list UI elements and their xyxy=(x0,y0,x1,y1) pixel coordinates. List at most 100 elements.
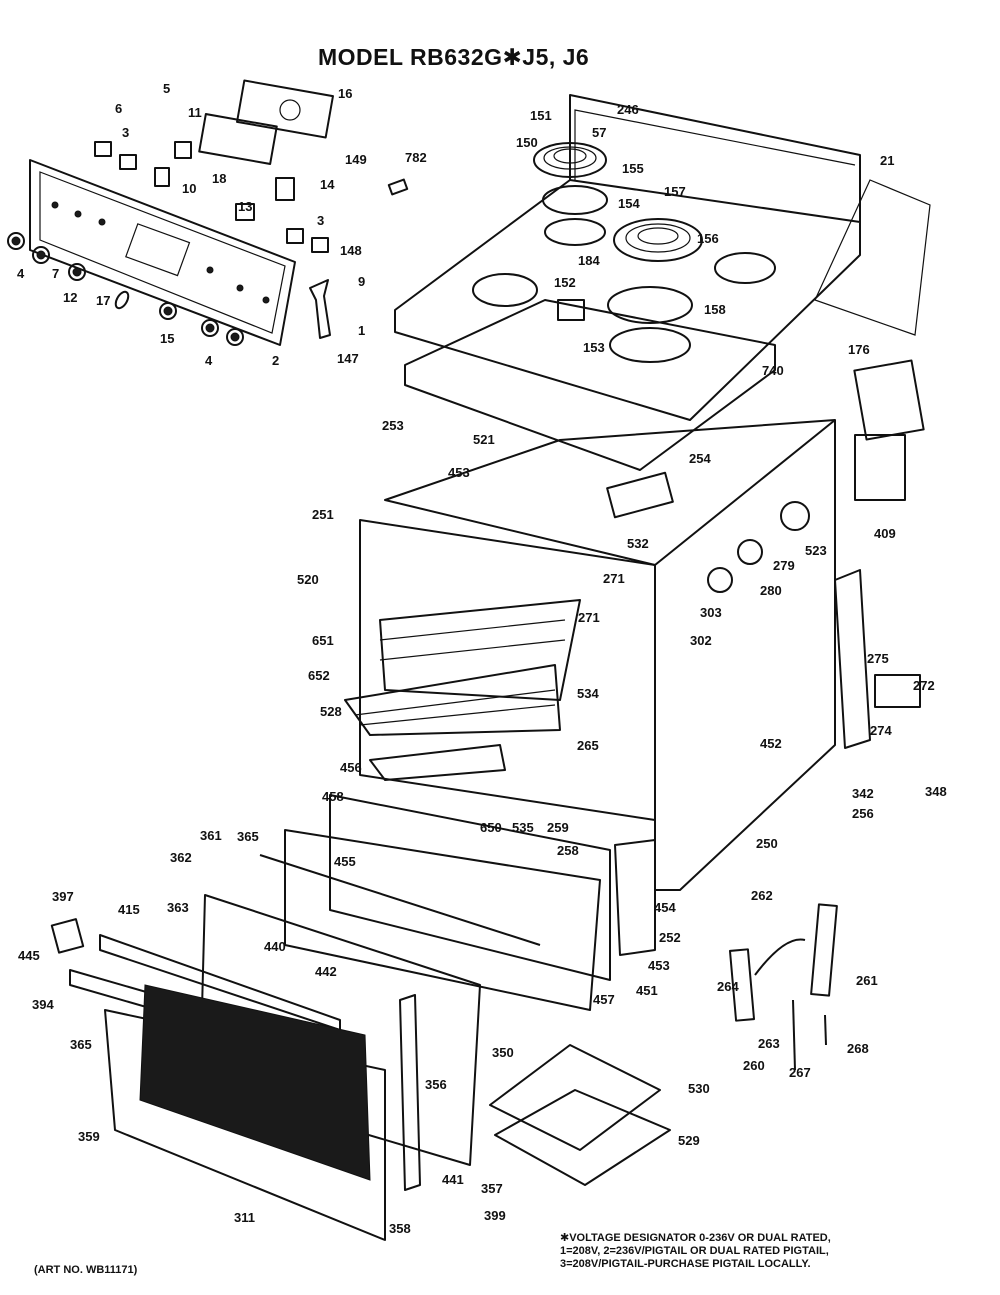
callout-number: 520 xyxy=(297,572,319,587)
callout-number: 148 xyxy=(340,243,362,258)
callout-number: 9 xyxy=(358,274,365,289)
callout-number: 149 xyxy=(345,152,367,167)
oven-body xyxy=(359,359,925,891)
callout-number: 1 xyxy=(358,323,365,338)
callout-number: 451 xyxy=(636,983,658,998)
callout-number: 158 xyxy=(704,302,726,317)
callout-number: 260 xyxy=(743,1058,765,1073)
model-title: MODEL RB632G✱J5, J6 xyxy=(318,44,590,70)
callout-number: 453 xyxy=(448,465,470,480)
callout-number: 535 xyxy=(512,820,534,835)
callout-number: 265 xyxy=(577,738,599,753)
callout-number: 456 xyxy=(340,760,362,775)
callout-number: 176 xyxy=(848,342,870,357)
oven-door xyxy=(50,894,481,1241)
callout-number: 154 xyxy=(618,196,640,211)
callout-number: 394 xyxy=(32,997,54,1012)
callout-number: 365 xyxy=(237,829,259,844)
callout-number: 356 xyxy=(425,1077,447,1092)
callout-number: 348 xyxy=(925,784,947,799)
callout-number: 147 xyxy=(337,351,359,366)
callout-number: 264 xyxy=(717,979,739,994)
callout-number: 409 xyxy=(874,526,896,541)
callout-number: 534 xyxy=(577,686,599,701)
voltage-note-line: 3=208V/PIGTAIL-PURCHASE PIGTAIL LOCALLY. xyxy=(560,1258,811,1270)
callout-number: 250 xyxy=(756,836,778,851)
callout-number: 267 xyxy=(789,1065,811,1080)
callout-number: 251 xyxy=(312,507,334,522)
callout-number: 262 xyxy=(751,888,773,903)
callout-number: 740 xyxy=(762,363,784,378)
callout-number: 652 xyxy=(308,668,330,683)
callout-number: 157 xyxy=(664,184,686,199)
callout-number: 523 xyxy=(805,543,827,558)
callout-number: 57 xyxy=(592,125,606,140)
callout-number: 150 xyxy=(516,135,538,150)
control-panel xyxy=(29,159,296,346)
callout-number: 651 xyxy=(312,633,334,648)
control-knobs xyxy=(7,232,244,346)
callout-number: 357 xyxy=(481,1181,503,1196)
callout-number: 358 xyxy=(389,1221,411,1236)
cooktop xyxy=(394,94,931,421)
callout-number: 415 xyxy=(118,902,140,917)
callout-number: 275 xyxy=(867,651,889,666)
oven-racks xyxy=(344,599,581,781)
callout-number: 17 xyxy=(96,293,110,308)
callout-number: 268 xyxy=(847,1041,869,1056)
voltage-note-line: ✱VOLTAGE DESIGNATOR 0-236V OR DUAL RATED… xyxy=(560,1232,831,1244)
callout-number: 14 xyxy=(320,177,335,192)
callout-number: 280 xyxy=(760,583,782,598)
callout-number: 3 xyxy=(122,125,129,140)
top-frame-tray xyxy=(404,299,776,471)
callout-number: 782 xyxy=(405,150,427,165)
callout-number: 457 xyxy=(593,992,615,1007)
drawer-front xyxy=(259,794,656,1011)
callout-number: 155 xyxy=(622,161,644,176)
callout-number: 21 xyxy=(880,153,894,168)
callout-number: 442 xyxy=(315,964,337,979)
callout-number: 11 xyxy=(188,105,202,120)
callout-number: 532 xyxy=(627,536,649,551)
voltage-note: ✱VOLTAGE DESIGNATOR 0-236V OR DUAL RATED… xyxy=(560,1232,980,1271)
callout-number: 302 xyxy=(690,633,712,648)
callout-number: 530 xyxy=(688,1081,710,1096)
switches-and-clock xyxy=(94,79,409,339)
callout-number: 274 xyxy=(870,723,892,738)
callout-number: 272 xyxy=(913,678,935,693)
callout-number: 399 xyxy=(484,1208,506,1223)
callout-number: 152 xyxy=(554,275,576,290)
callout-number: 5 xyxy=(163,81,170,96)
callout-number: 4 xyxy=(17,266,25,281)
callout-number: 253 xyxy=(382,418,404,433)
callout-number: 7 xyxy=(52,266,59,281)
callout-number: 363 xyxy=(167,900,189,915)
callout-number: 453 xyxy=(648,958,670,973)
callout-number: 258 xyxy=(557,843,579,858)
callout-number: 2 xyxy=(272,353,279,368)
callout-number: 15 xyxy=(160,331,174,346)
callout-number: 12 xyxy=(63,290,77,305)
callout-number: 650 xyxy=(480,820,502,835)
door-hinges xyxy=(728,903,838,1071)
callout-number: 440 xyxy=(264,939,286,954)
callout-number: 350 xyxy=(492,1045,514,1060)
callout-number: 359 xyxy=(78,1129,100,1144)
callout-number: 13 xyxy=(238,199,252,214)
callout-number: 259 xyxy=(547,820,569,835)
callout-number: 528 xyxy=(320,704,342,719)
callout-number: 529 xyxy=(678,1133,700,1148)
callout-number: 455 xyxy=(334,854,356,869)
callout-number: 303 xyxy=(700,605,722,620)
callout-number: 362 xyxy=(170,850,192,865)
voltage-note-line: 1=208V, 2=236V/PIGTAIL OR DUAL RATED PIG… xyxy=(560,1245,829,1257)
callout-number: 365 xyxy=(70,1037,92,1052)
callout-number: 156 xyxy=(697,231,719,246)
callout-number: 184 xyxy=(578,253,600,268)
callout-number: 458 xyxy=(322,789,344,804)
callout-number: 261 xyxy=(856,973,878,988)
callout-number: 271 xyxy=(603,571,625,586)
callout-number: 10 xyxy=(182,181,196,196)
